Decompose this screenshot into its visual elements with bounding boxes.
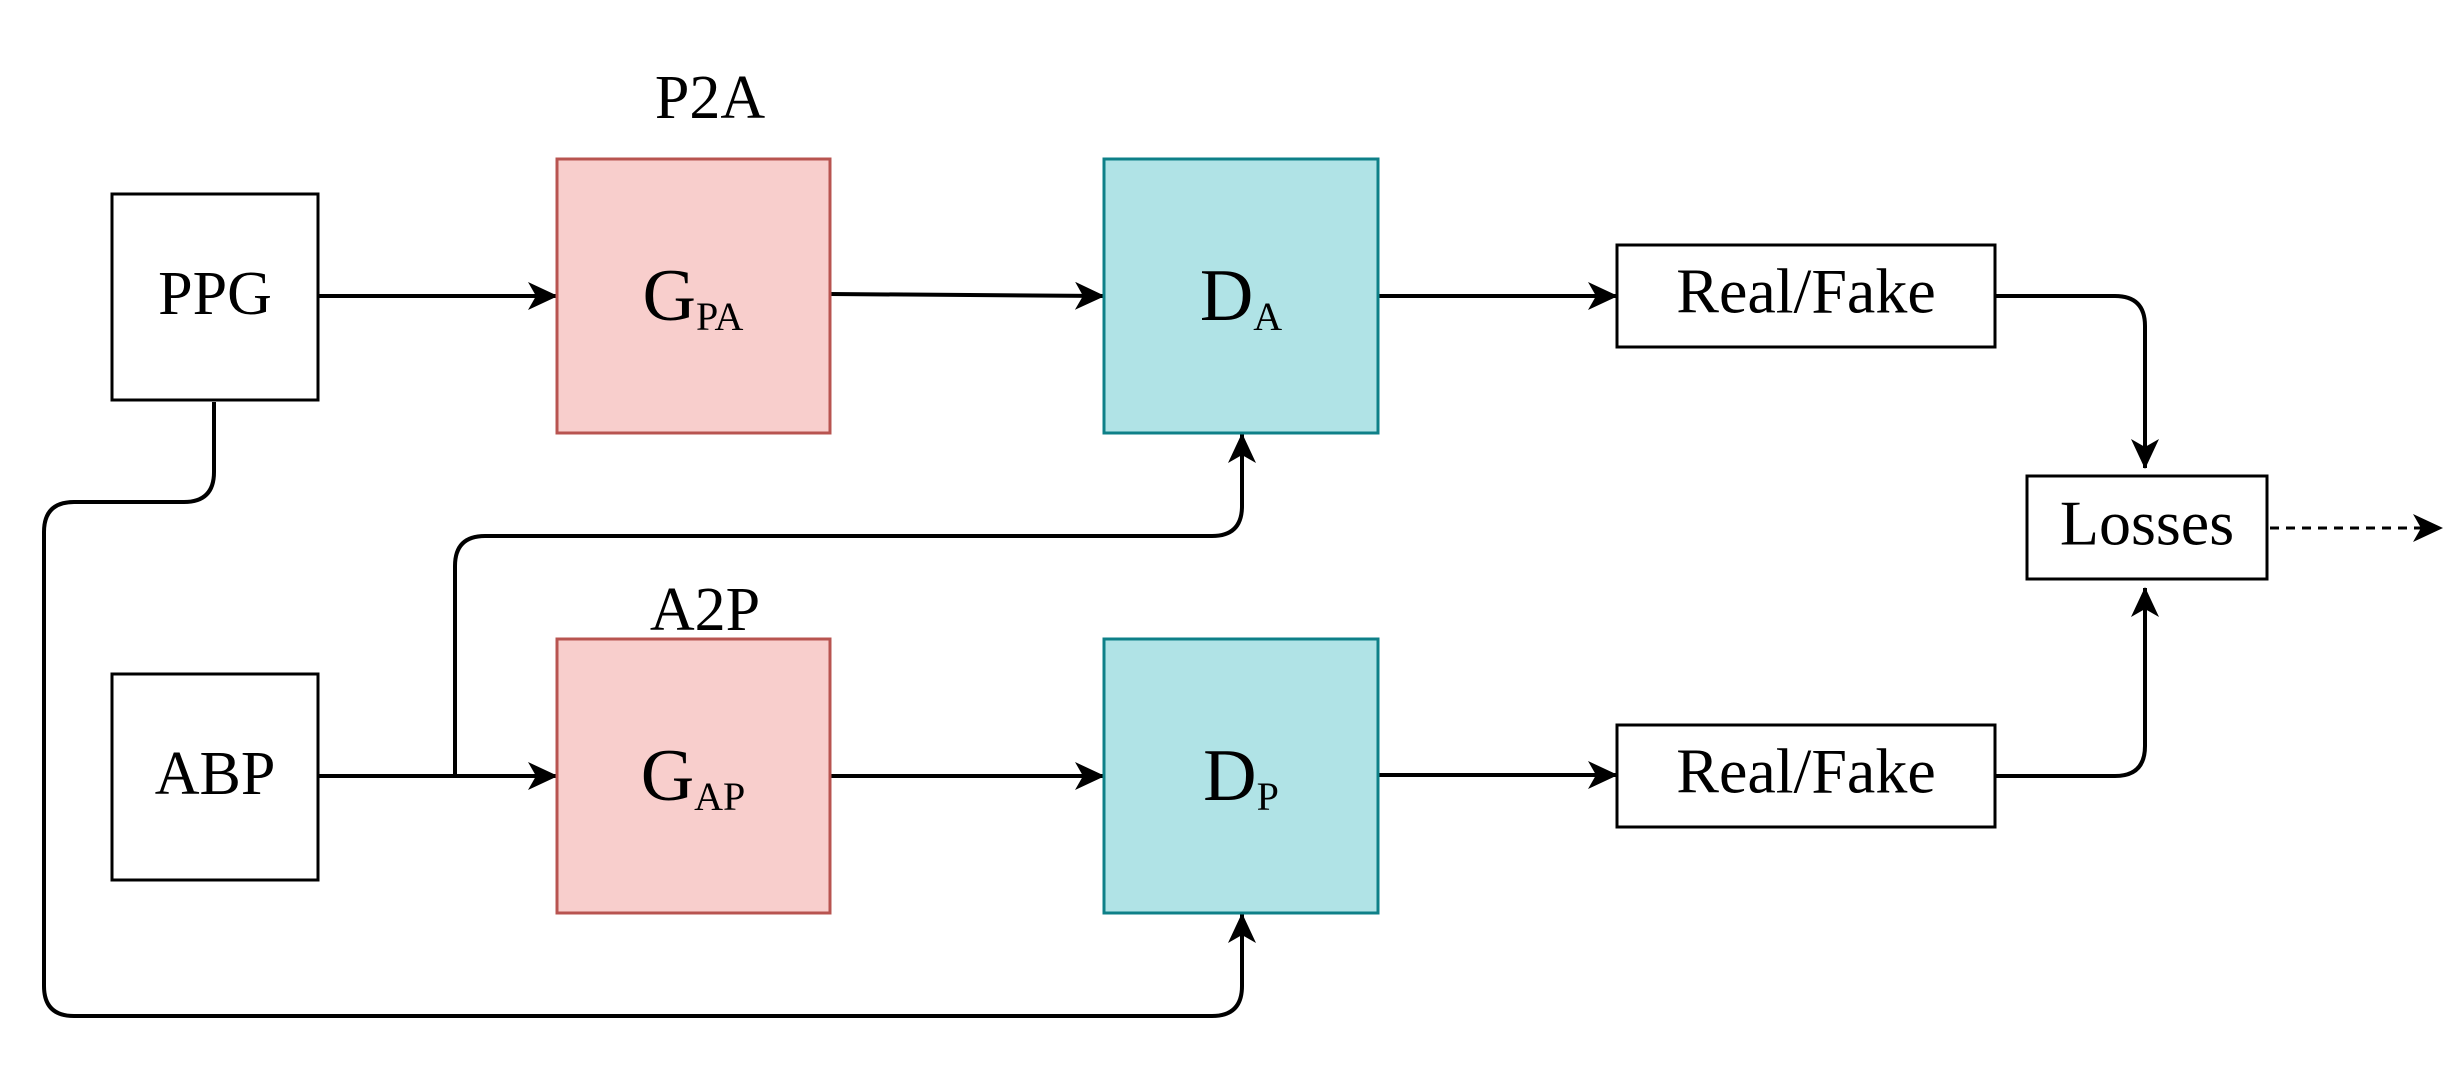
arrow-realfake-bottom-to-losses [1995,587,2159,778]
ppg-node: PPG [110,192,320,402]
connectors [42,281,2159,1018]
arrow-realfake-top-to-losses [1995,294,2159,469]
discriminator-a-node: DA [1102,157,1380,435]
generator-pa-main: G [643,255,696,337]
losses-node: Losses [2025,474,2269,581]
real-fake-bottom-node: Real/Fake [1615,723,1997,829]
discriminator-a-label: DA [1200,255,1282,339]
generator-ap-label: GAP [641,735,746,819]
arrow-gpa-to-da [829,281,1105,310]
generator-pa-node: GPA [555,157,832,435]
generator-ap-sub: AP [694,774,745,819]
generator-pa-label: GPA [643,255,744,339]
abp-label: ABP [155,740,276,808]
abp-node: ABP [110,672,320,882]
generator-pa-sub: PA [696,294,744,339]
real-fake-top-label: Real/Fake [1676,256,1935,327]
real-fake-bottom-label: Real/Fake [1676,736,1935,807]
p2a-caption: P2A [655,64,765,132]
discriminator-p-label: DP [1203,735,1279,819]
generator-ap-main: G [641,735,694,817]
discriminator-p-sub: P [1257,774,1279,819]
discriminator-p-node: DP [1102,637,1380,915]
discriminator-p-main: D [1203,735,1256,817]
discriminator-a-sub: A [1253,294,1282,339]
a2p-caption: A2P [650,576,760,644]
ppg-label: PPG [158,260,272,328]
losses-label: Losses [2060,488,2234,559]
arrow-ppg-to-dp [42,402,1256,1018]
arrow-abp-to-da [453,433,1256,776]
generator-ap-node: GAP [555,637,832,915]
real-fake-top-node: Real/Fake [1615,243,1997,349]
discriminator-a-main: D [1200,255,1253,337]
